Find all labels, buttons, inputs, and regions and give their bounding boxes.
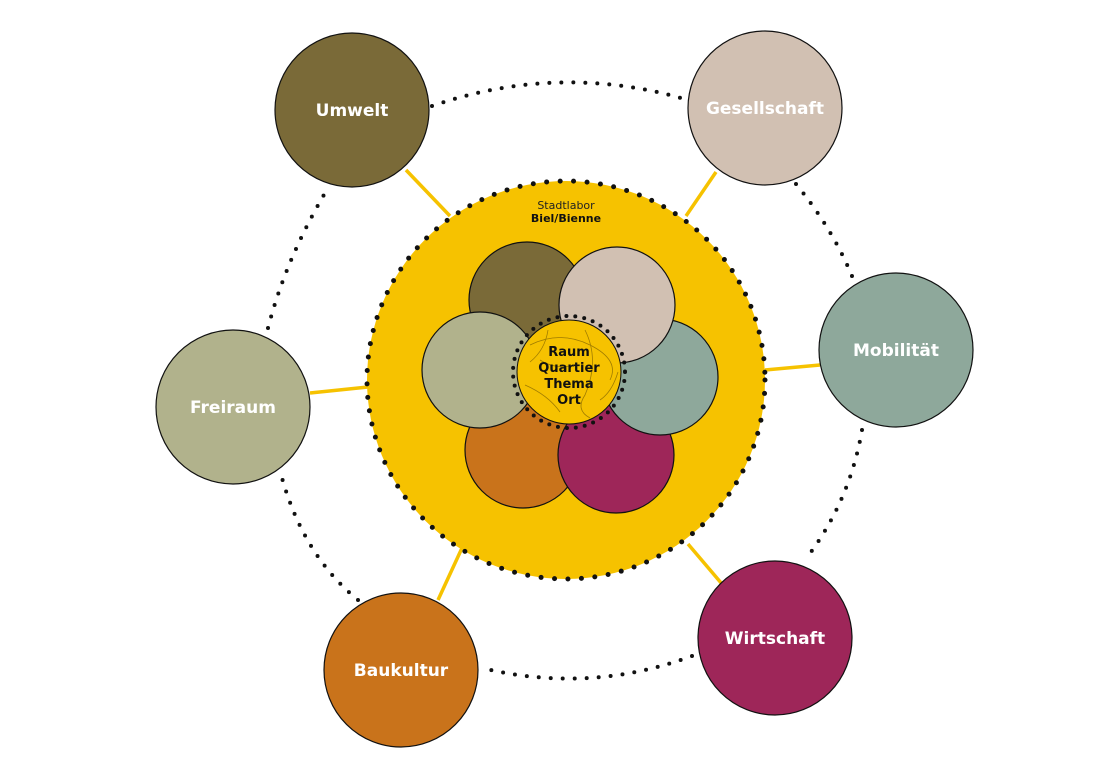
ring-segment-mobilitaet-wirtschaft [806, 428, 864, 558]
node-mobilitaet-circle [818, 272, 974, 428]
connector-umwelt [404, 168, 452, 218]
node-gesellschaft: Gesellschaft [687, 30, 843, 186]
node-umwelt-label: Umwelt [316, 101, 389, 121]
inner-petals [421, 241, 719, 514]
node-baukultur: Baukultur [323, 592, 479, 748]
connector-gesellschaft [684, 171, 718, 217]
node-wirtschaft-circle [697, 560, 853, 716]
ring-segment-freiraum-umwelt [266, 186, 330, 330]
ring-segment-gesellschaft-mobilitaet [794, 182, 854, 278]
hub-title-line2: Biel/Bienne [531, 212, 601, 225]
node-baukultur-label: Baukultur [354, 661, 449, 681]
node-wirtschaft-label: Wirtschaft [725, 629, 825, 649]
node-freiraum-label: Freiraum [190, 398, 276, 418]
node-gesellschaft-label: Gesellschaft [706, 99, 824, 119]
core-line-thema: Thema [544, 377, 593, 392]
node-baukultur-circle [323, 592, 479, 748]
connectors [309, 168, 821, 601]
core-line-raum: Raum [548, 345, 590, 360]
ring-segment-wirtschaft-baukultur [480, 654, 694, 681]
connector-wirtschaft [686, 542, 724, 586]
node-gesellschaft-circle [687, 30, 843, 186]
outer-dotted-ring [266, 80, 864, 681]
node-mobilitaet-label: Mobilität [853, 341, 939, 361]
core-map-lines [524, 329, 619, 419]
core-dotted-border [511, 314, 627, 430]
node-freiraum: Freiraum [155, 329, 311, 485]
ring-segment-umwelt-gesellschaft [430, 80, 690, 108]
node-mobilitaet: Mobilität [818, 272, 974, 428]
node-umwelt: Umwelt [274, 32, 430, 188]
hub-title-line1: Stadtlabor [537, 199, 595, 212]
core-line-ort: Ort [557, 393, 581, 408]
core-line-quartier: Quartier [538, 361, 600, 376]
node-umwelt-circle [274, 32, 430, 188]
node-wirtschaft: Wirtschaft [697, 560, 853, 716]
node-freiraum-circle [155, 329, 311, 485]
hub-dotted-border [364, 178, 768, 582]
connector-freiraum [309, 385, 369, 395]
connector-mobilitaet [764, 363, 821, 372]
connector-baukultur [436, 547, 464, 601]
ring-segment-baukultur-freiraum [280, 476, 360, 602]
